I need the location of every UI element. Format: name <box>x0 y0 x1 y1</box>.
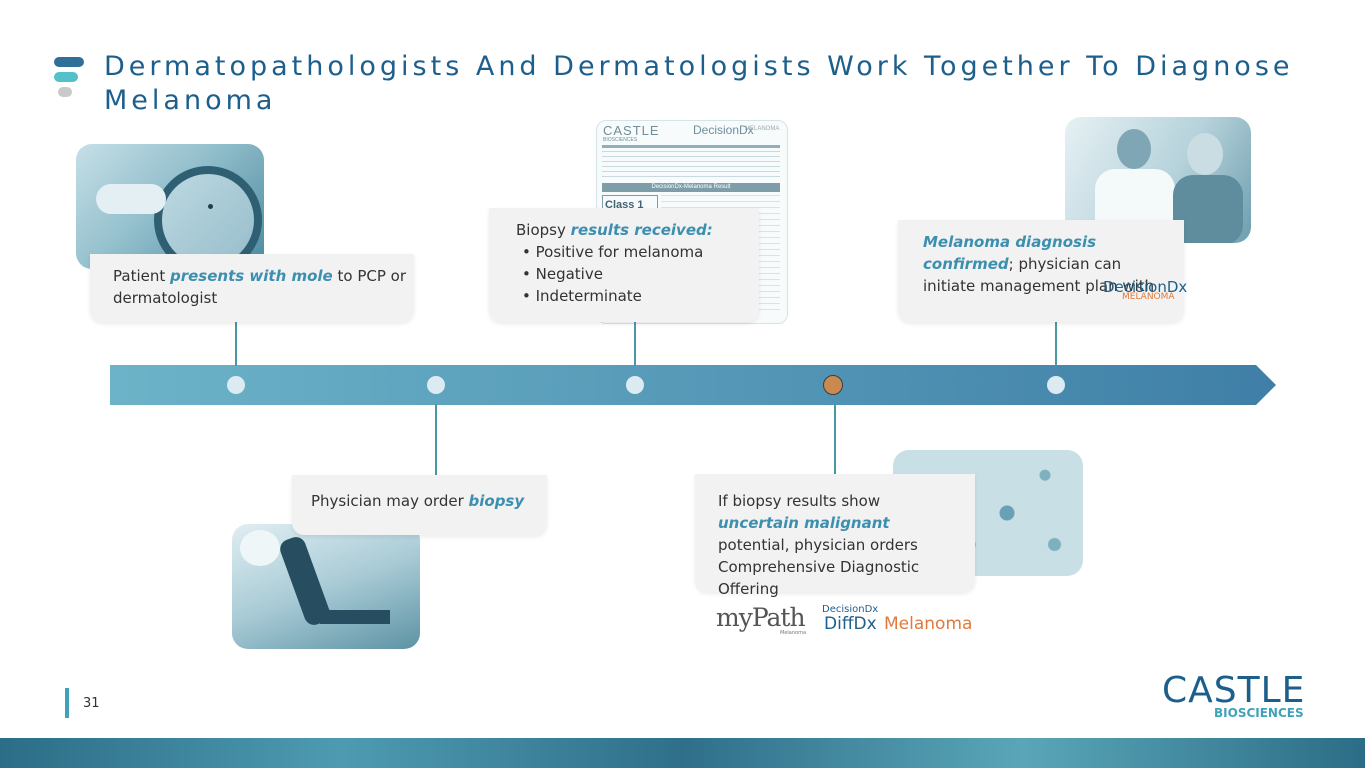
report-result-title: DecisionDx-Melanoma Result <box>602 183 780 192</box>
step-card-1: Patient presents with mole to PCP or der… <box>90 254 414 322</box>
timeline-stem <box>435 404 437 476</box>
mole-exam-photo <box>76 144 264 269</box>
timeline-stem <box>634 322 636 366</box>
timeline-stem <box>834 404 836 474</box>
timeline-arrow <box>110 365 1276 405</box>
step-card-2: Physician may order biopsy <box>292 475 547 535</box>
report-brand-sub: BIOSCIENCES <box>603 137 638 143</box>
decisiondx-logo-sub: MELANOMA <box>1122 292 1175 302</box>
timeline-node <box>427 376 445 394</box>
timeline-stem <box>1055 322 1057 366</box>
header-bar-icon <box>58 87 72 97</box>
page-title: Dermatopathologists And Dermatologists W… <box>104 51 1294 116</box>
header-bar-icon <box>54 72 78 82</box>
footer-band <box>0 738 1365 768</box>
bullet-item: Negative <box>522 263 759 285</box>
castle-logo-sub: BIOSCIENCES <box>1214 706 1304 720</box>
report-product-sub: MELANOMA <box>745 126 780 132</box>
step-card-5: Melanoma diagnosis confirmed; physician … <box>898 220 1184 322</box>
report-product: DecisionDx <box>693 123 754 137</box>
diffdx-logo-sub: Melanoma <box>884 614 973 634</box>
decisiondx-logo: DecisionDx <box>1103 278 1188 296</box>
mypath-logo-sub: Melanoma <box>780 630 807 636</box>
timeline-node <box>626 376 644 394</box>
mypath-logo: myPath <box>716 603 806 632</box>
report-brand: CASTLE <box>603 123 660 138</box>
timeline-node <box>227 376 245 394</box>
diffdx-logo-top: DecisionDx <box>822 604 879 615</box>
diffdx-logo: DiffDx <box>824 614 877 634</box>
step-card-4: If biopsy results show uncertain maligna… <box>695 474 975 598</box>
bullet-item: Positive for melanoma <box>522 241 759 263</box>
header-bar-icon <box>54 57 84 67</box>
microscope-photo <box>232 524 420 649</box>
timeline-stem <box>235 322 237 366</box>
timeline-node-active <box>823 375 843 395</box>
page-number-bar <box>65 688 69 718</box>
step-card-3: Biopsy results received: Positive for me… <box>489 208 759 322</box>
castle-logo: CASTLE <box>1162 670 1306 711</box>
timeline-node <box>1047 376 1065 394</box>
page-number: 31 <box>83 696 100 711</box>
bullet-item: Indeterminate <box>522 285 759 307</box>
